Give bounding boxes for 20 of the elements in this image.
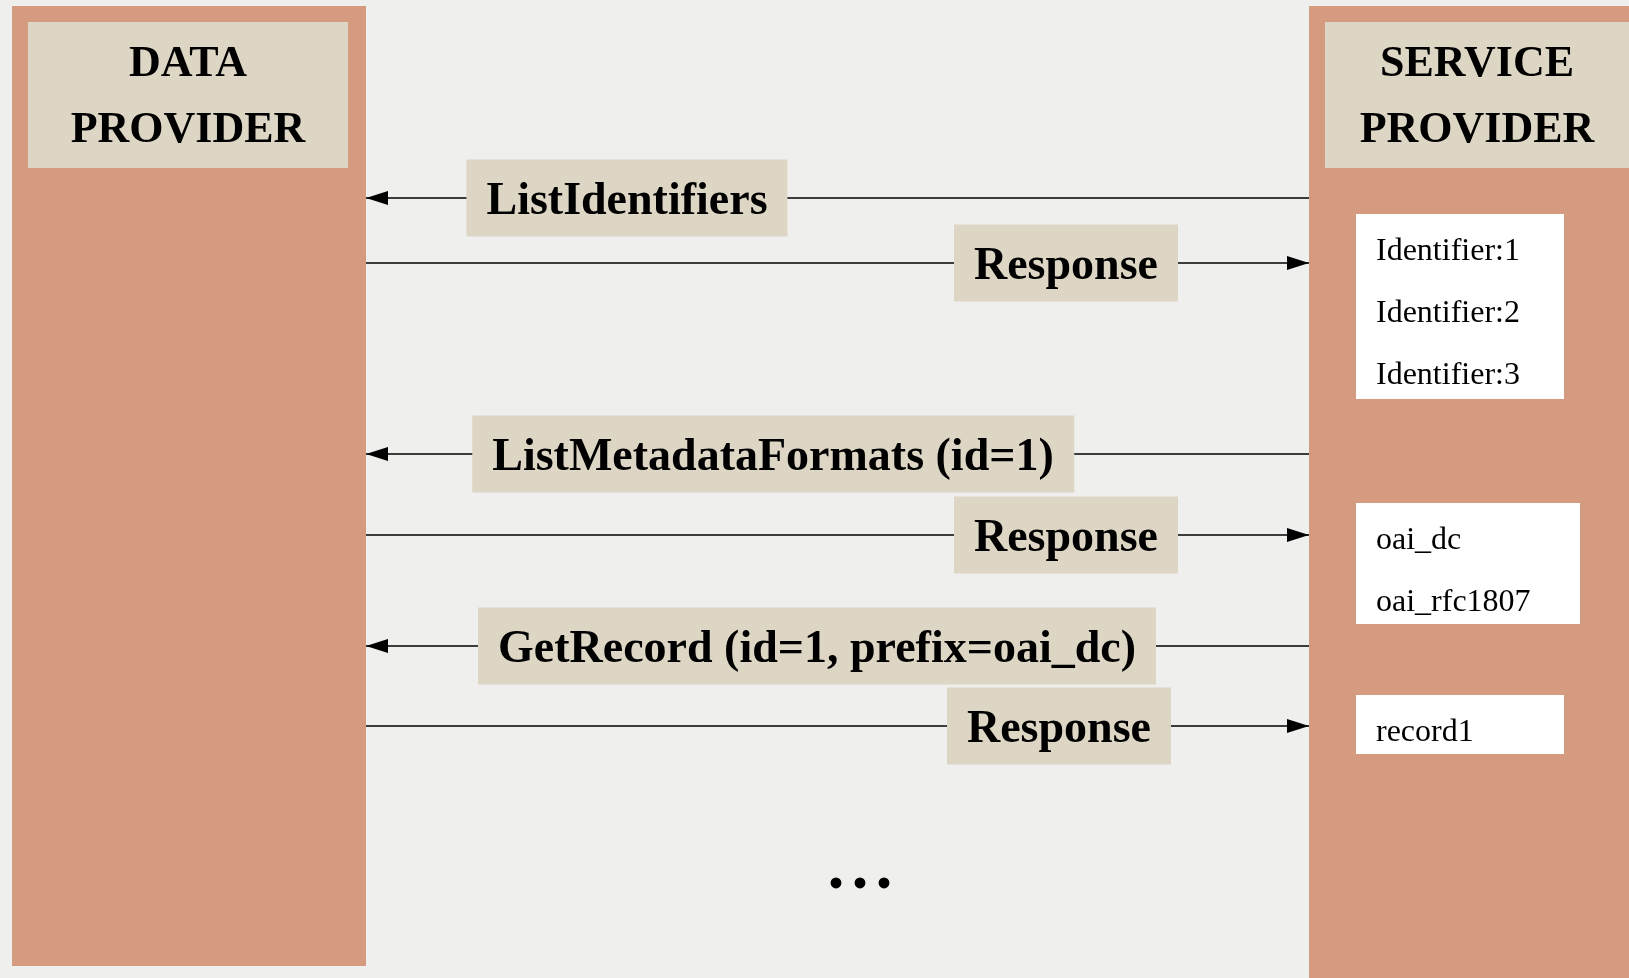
list-item: Identifier:3 [1376, 354, 1521, 393]
message-label: Response [947, 687, 1171, 765]
continuation-ellipsis: • • • [829, 860, 891, 907]
message-label: Response [954, 224, 1178, 302]
list-item: Identifier:2 [1376, 292, 1521, 331]
message-label: GetRecord (id=1, prefix=oai_dc) [478, 607, 1156, 685]
data-list-box [1356, 214, 1564, 399]
column-heading: DATA PROVIDER [28, 22, 348, 168]
participant-column [12, 6, 366, 966]
message-label: ListIdentifiers [466, 159, 788, 237]
list-item: oai_rfc1807 [1376, 581, 1532, 620]
list-item: oai_dc [1376, 519, 1463, 558]
data-list-box [1356, 695, 1564, 754]
participant-column [1309, 6, 1629, 978]
column-heading: SERVICE PROVIDER [1325, 22, 1629, 168]
list-item: Identifier:1 [1376, 230, 1521, 269]
message-label: Response [954, 496, 1178, 574]
data-list-box [1356, 503, 1580, 624]
message-label: ListMetadataFormats (id=1) [472, 415, 1074, 493]
list-item: record1 [1376, 711, 1475, 750]
